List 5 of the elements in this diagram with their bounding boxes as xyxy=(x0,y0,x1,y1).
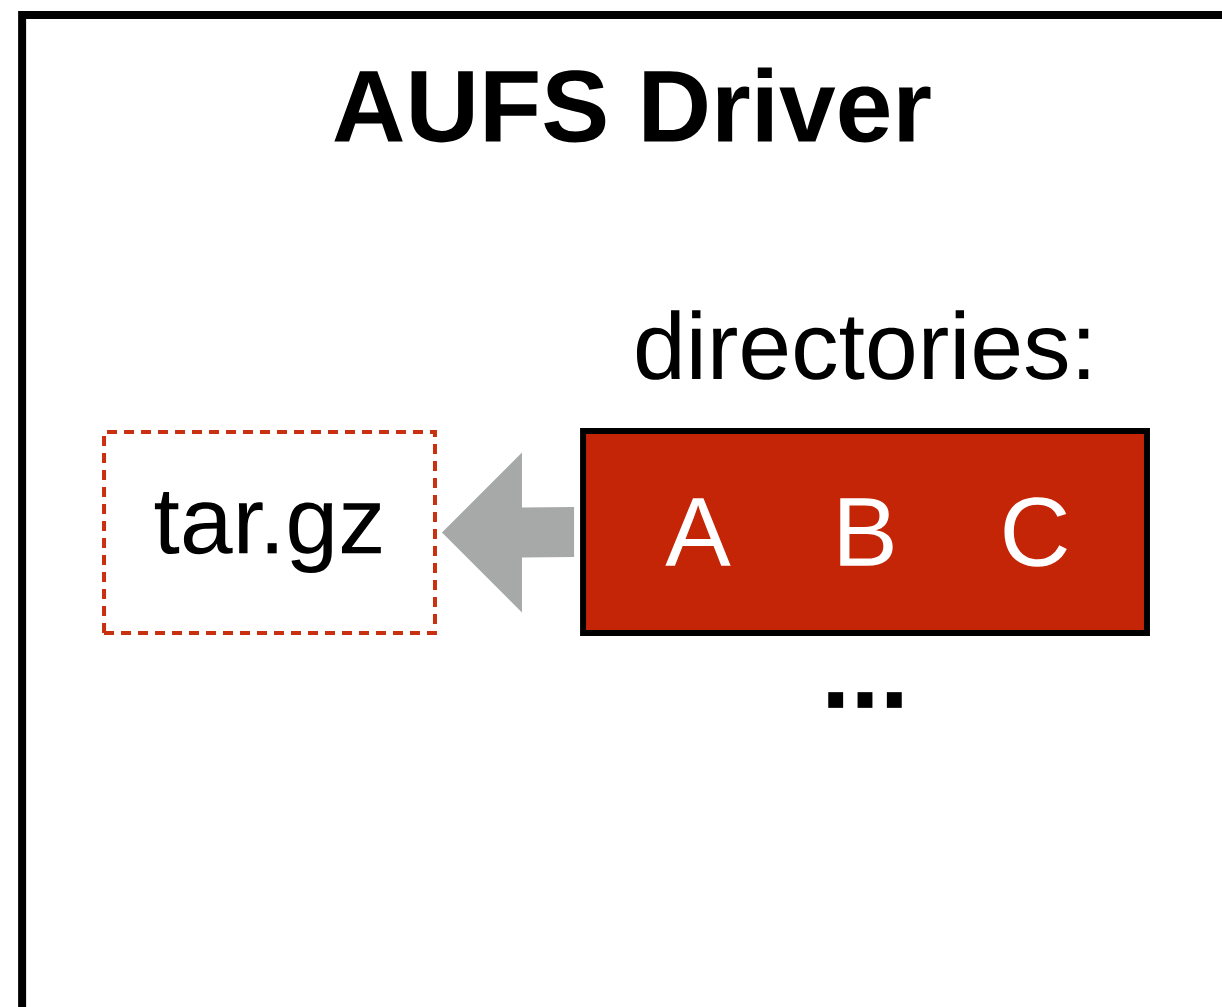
block-arrow xyxy=(442,452,575,613)
ellipsis: ... xyxy=(828,692,902,708)
directory-box: directories: A B C xyxy=(580,310,1150,636)
archive-box: tar.gz xyxy=(102,430,437,635)
node-label: directories: xyxy=(637,310,1089,380)
